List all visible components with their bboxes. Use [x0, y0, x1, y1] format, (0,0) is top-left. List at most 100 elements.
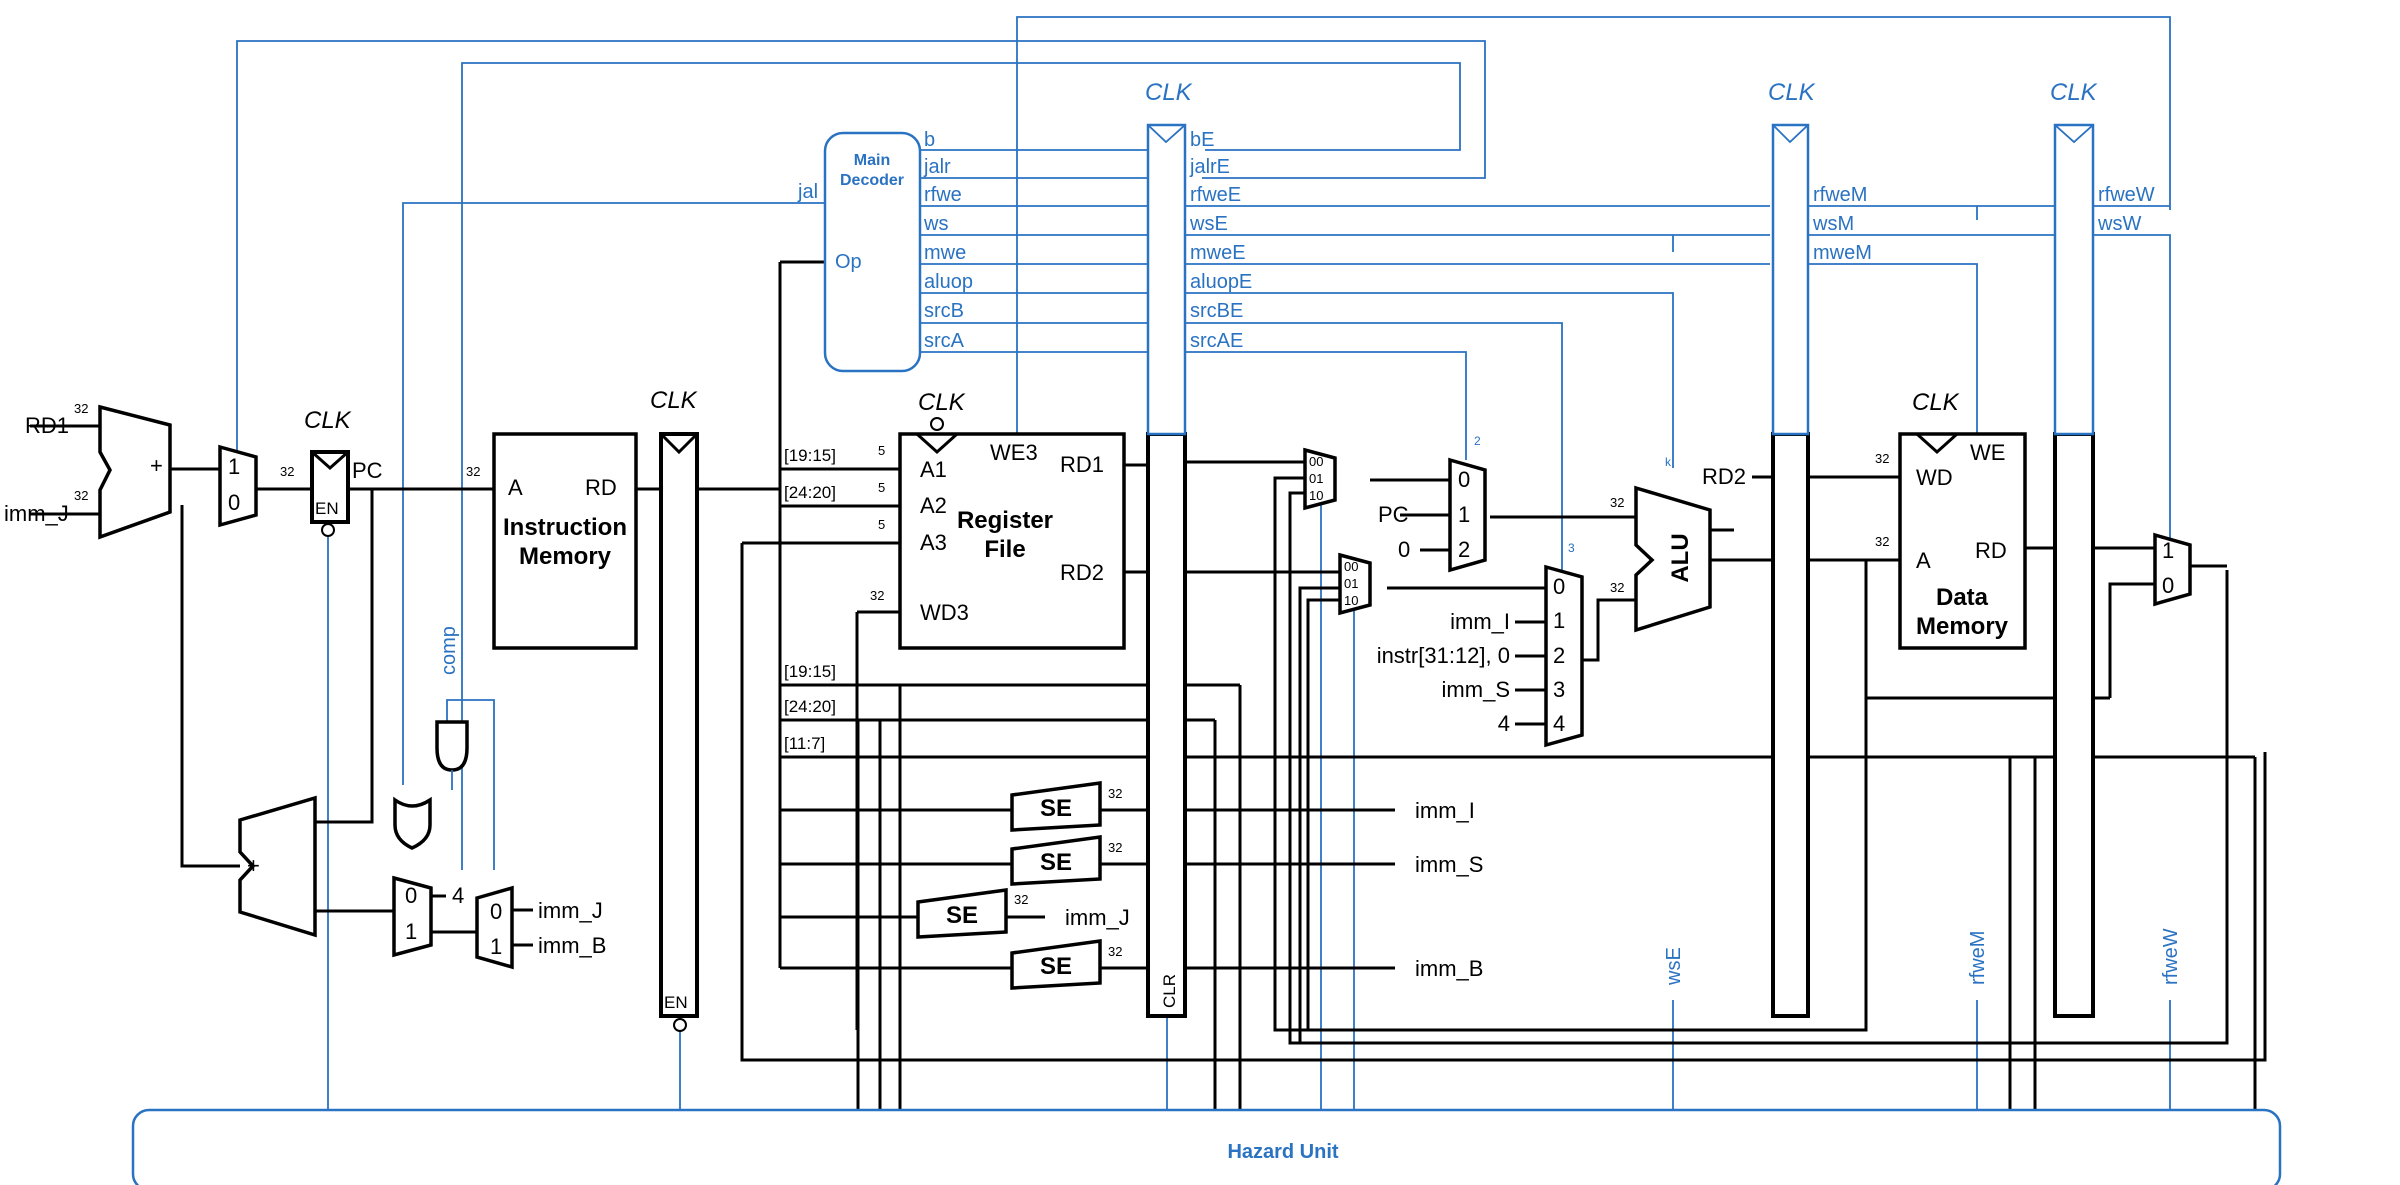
- dm-clk: CLK: [1912, 389, 1960, 416]
- rf-we3: WE3: [990, 440, 1038, 465]
- pc-adder-plus: +: [150, 453, 163, 478]
- pc-mux-in0: 0: [228, 490, 240, 515]
- branch-mux: 0 1 4: [392, 875, 464, 958]
- svg-text:5: 5: [878, 443, 885, 458]
- pc-mux: [218, 444, 258, 528]
- ex-sig-6: srcBE: [1190, 300, 1243, 322]
- svg-text:32: 32: [870, 588, 884, 603]
- pc-mux-in1: 1: [228, 454, 240, 479]
- svg-text:imm_B: imm_B: [1415, 956, 1483, 981]
- mw-clk: CLK: [2050, 79, 2098, 106]
- alu: [1634, 485, 1712, 633]
- svg-text:instr[31:12], 0: instr[31:12], 0: [1377, 643, 1510, 668]
- svg-text:SE: SE: [1040, 953, 1072, 980]
- and-gate: [435, 720, 469, 772]
- dec-out-7: srcA: [924, 330, 965, 352]
- svg-text:SE: SE: [1040, 849, 1072, 876]
- svg-text:4: 4: [1553, 711, 1565, 736]
- mem-sig-2: mweM: [1813, 242, 1872, 264]
- instruction-memory: [492, 432, 638, 650]
- imem-line1: Instruction: [503, 514, 627, 541]
- dm-rd: RD: [1975, 538, 2007, 563]
- fd-en: EN: [664, 993, 688, 1012]
- svg-text:5: 5: [878, 517, 885, 532]
- svg-text:2: 2: [1553, 643, 1565, 668]
- data-wires: [30, 260, 2267, 1110]
- field-2420-a: [24:20]: [784, 483, 836, 502]
- pipeline-register-mw: [2053, 432, 2095, 1018]
- de-clr: CLR: [1160, 974, 1179, 1008]
- svg-text:32: 32: [1610, 495, 1624, 510]
- svg-text:00: 00: [1344, 559, 1358, 574]
- branch-adder: [238, 795, 317, 938]
- em-clk: CLK: [1768, 79, 1816, 106]
- svg-text:32: 32: [1014, 892, 1028, 907]
- svg-text:k: k: [1665, 455, 1672, 469]
- decoder-op: Op: [835, 251, 862, 273]
- fwd-mux-a: 00 01 10: [1303, 447, 1337, 511]
- fwd-mux-b: 00 01 10: [1338, 552, 1372, 616]
- hazard-unit: [131, 1108, 2282, 1185]
- svg-text:3: 3: [1568, 541, 1575, 555]
- pc-clk: CLK: [304, 407, 352, 434]
- fd-clk: CLK: [650, 387, 698, 414]
- svg-text:imm_J: imm_J: [538, 898, 603, 923]
- field-1915-b: [19:15]: [784, 662, 836, 681]
- field-2420-b: [24:20]: [784, 697, 836, 716]
- imm-mux: 0 1 imm_J imm_B: [475, 885, 606, 970]
- dm-we: WE: [1970, 440, 2005, 465]
- control-wires: [236, 16, 2171, 1110]
- hz-wse: wsE: [1663, 947, 1685, 986]
- svg-text:10: 10: [1344, 593, 1358, 608]
- imem-a: A: [508, 475, 523, 500]
- svg-text:0: 0: [1458, 467, 1470, 492]
- svg-text:2: 2: [1458, 537, 1470, 562]
- wb-sig-0: rfweW: [2098, 184, 2155, 206]
- svg-text:imm_S: imm_S: [1415, 852, 1483, 877]
- ex-sig-5: aluopE: [1190, 271, 1252, 293]
- input-rd1: RD1: [25, 413, 69, 438]
- svg-text:32: 32: [74, 401, 88, 416]
- imem-line2: Memory: [519, 543, 612, 570]
- register-file: [898, 432, 1126, 650]
- svg-text:2: 2: [1474, 434, 1481, 448]
- dec-out-1: jalr: [923, 156, 951, 178]
- svg-text:01: 01: [1309, 471, 1323, 486]
- wb-sig-1: wsW: [2097, 213, 2141, 235]
- ex-sig-0: bE: [1190, 129, 1214, 151]
- ex-sig-1: jalrE: [1189, 156, 1230, 178]
- svg-text:imm_B: imm_B: [538, 933, 606, 958]
- svg-text:1: 1: [1553, 608, 1565, 633]
- svg-text:32: 32: [1875, 534, 1889, 549]
- comp-label: comp: [438, 626, 460, 675]
- mem-sig-0: rfweM: [1813, 184, 1867, 206]
- svg-text:00: 00: [1309, 454, 1323, 469]
- rf-line1: Register: [957, 507, 1053, 534]
- rf-line2: File: [984, 536, 1025, 563]
- svg-text:SE: SE: [1040, 795, 1072, 822]
- svg-text:32: 32: [1610, 580, 1624, 595]
- svg-text:1: 1: [1458, 502, 1470, 527]
- field-1915-a: [19:15]: [784, 446, 836, 465]
- dec-out-0: b: [924, 129, 935, 151]
- em-rd2: RD2: [1702, 464, 1746, 489]
- data-memory: [1898, 432, 2027, 650]
- svg-text:10: 10: [1309, 488, 1323, 503]
- writeback-mux: 1 0: [2153, 532, 2192, 607]
- dec-out-5: aluop: [924, 271, 973, 293]
- svg-text:32: 32: [1108, 786, 1122, 801]
- svg-text:imm_S: imm_S: [1442, 677, 1510, 702]
- branch-adder-plus: +: [247, 853, 260, 878]
- svg-text:5: 5: [878, 480, 885, 495]
- hz-rfwew: rfweW: [2160, 928, 2182, 985]
- decoder-jal: jal: [797, 181, 818, 203]
- svg-text:4: 4: [452, 883, 464, 908]
- rf-a1: A1: [920, 457, 947, 482]
- rf-a3: A3: [920, 530, 947, 555]
- svg-text:0: 0: [2162, 573, 2174, 598]
- field-117: [11:7]: [784, 734, 825, 753]
- dm-a: A: [1916, 548, 1931, 573]
- svg-text:0: 0: [405, 883, 417, 908]
- main-decoder: [823, 131, 922, 373]
